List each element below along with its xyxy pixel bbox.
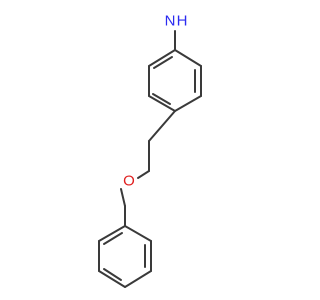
phenyl-ring bbox=[98, 225, 152, 288]
atom-label-o: O bbox=[123, 173, 135, 190]
double-bond-inner bbox=[152, 93, 171, 105]
bond bbox=[124, 225, 152, 242]
bond bbox=[148, 110, 176, 142]
aniline-ring bbox=[148, 49, 202, 112]
bond bbox=[98, 225, 126, 242]
bond bbox=[148, 95, 176, 112]
bond bbox=[148, 49, 176, 67]
amine-group: N H bbox=[165, 13, 188, 30]
double-bond-inner bbox=[103, 268, 122, 281]
atom-label-h: H bbox=[177, 13, 188, 30]
ether-bond bbox=[120, 188, 126, 207]
molecule-structure: N H O bbox=[98, 13, 202, 288]
bond bbox=[98, 270, 126, 288]
ether-oxygen: O bbox=[123, 173, 135, 190]
bond bbox=[124, 270, 152, 288]
double-bond-inner bbox=[153, 56, 173, 69]
double-bond-inner bbox=[103, 232, 123, 245]
bond bbox=[174, 49, 202, 67]
atom-label-n: N bbox=[165, 13, 176, 30]
bond bbox=[174, 95, 202, 112]
ether-bond bbox=[137, 170, 150, 179]
